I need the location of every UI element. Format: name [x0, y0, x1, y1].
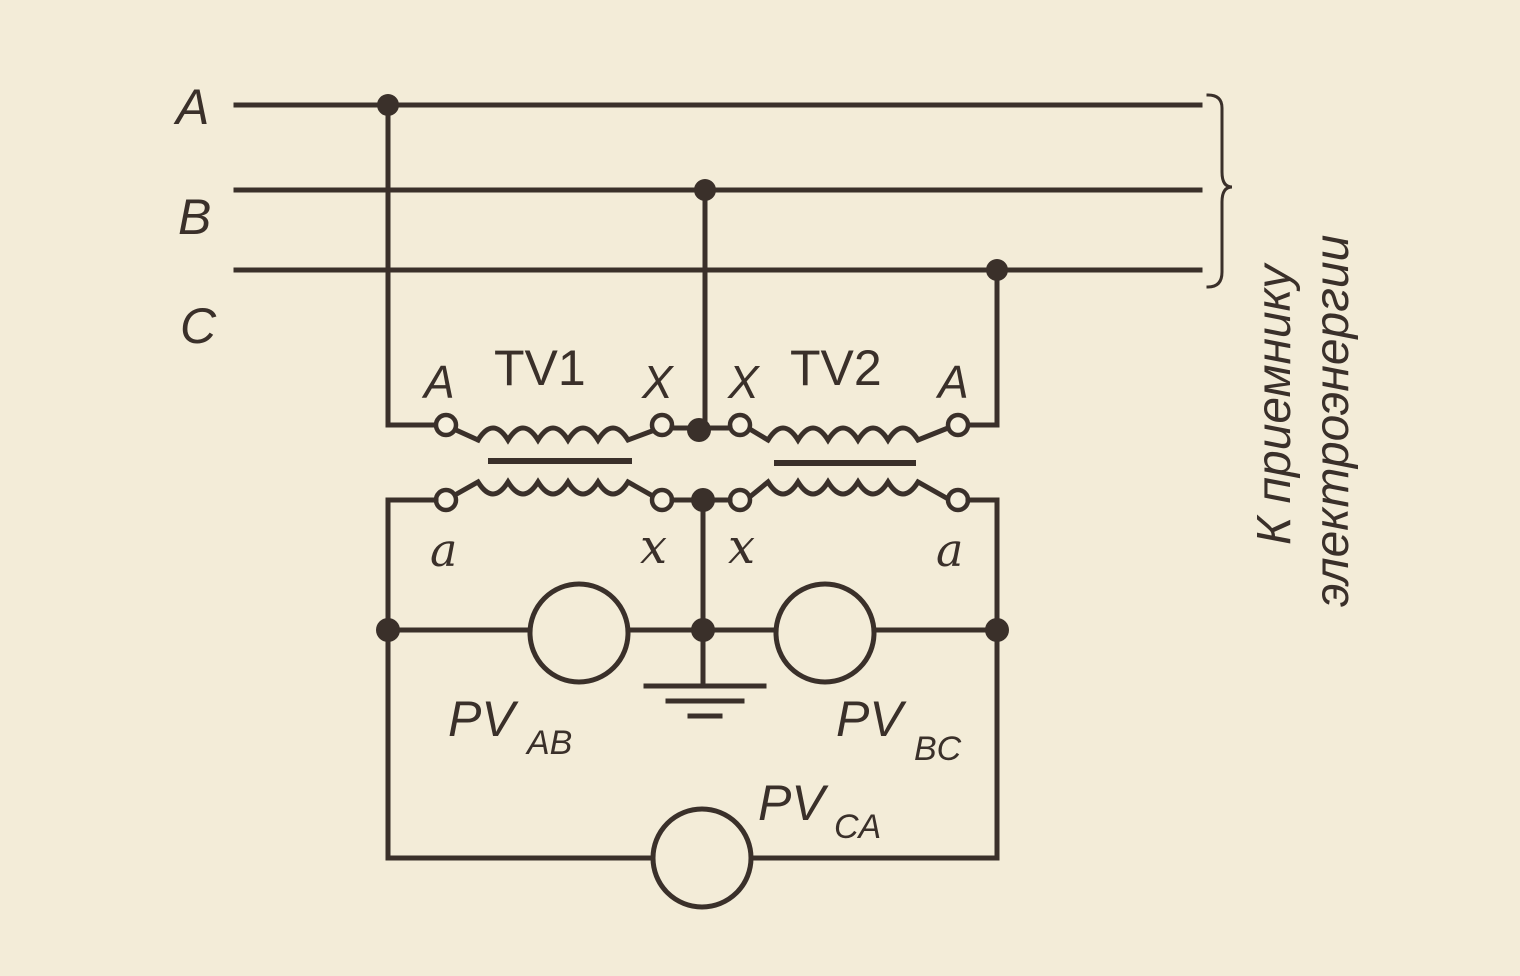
tv1-terminal-secondary-start — [433, 487, 459, 513]
tv1-secondary-winding — [443, 477, 663, 503]
load-note: К приемнику электроэнергии — [1248, 235, 1359, 607]
voltmeter-ca-label-base: PV — [758, 775, 829, 831]
tv2-primary-winding — [765, 425, 951, 445]
tv1-primary-end-label: X — [641, 356, 675, 408]
tv2-secondary-winding — [743, 477, 953, 503]
voltmeter-ca — [650, 806, 754, 910]
voltmeter-ab-label-sub: AB — [525, 724, 572, 762]
tv2-secondary-end-label: x — [728, 519, 755, 575]
voltmeter-ca-label-sub: CA — [834, 808, 881, 846]
tv1-terminal-primary-start — [433, 412, 459, 438]
tv1-primary-winding — [475, 425, 663, 445]
voltmeter-ab-label: PV AB — [448, 691, 572, 762]
phase-b-label: B — [178, 189, 211, 245]
voltmeter-ca-label: PV CA — [758, 775, 881, 846]
junction-b — [694, 179, 716, 201]
voltmeter-bc-label: PV BC — [836, 691, 962, 768]
tv1-terminal-secondary-end — [649, 487, 675, 513]
tv2-primary-start-label: A — [935, 356, 969, 408]
load-bracket — [1206, 93, 1233, 289]
load-note-line1: К приемнику — [1248, 262, 1301, 545]
phase-c-tap — [955, 267, 1000, 428]
tv2-primary-lead-left — [744, 424, 772, 444]
tv2-terminal-primary-start — [945, 412, 971, 438]
junction-primary-x — [687, 418, 711, 442]
voltmeter-bc — [773, 581, 877, 685]
tv2-name: TV2 — [790, 340, 882, 396]
secondary-left-rail — [385, 497, 658, 861]
junction-a — [377, 94, 399, 116]
junction-meter-left — [376, 618, 400, 642]
junction-meter-right — [985, 618, 1009, 642]
phase-a-tap — [385, 102, 448, 428]
voltmeter-ab — [527, 581, 631, 685]
tv1-primary-lead-left — [452, 426, 482, 444]
tv1-secondary-end-label: x — [640, 519, 667, 575]
tv1-secondary-start-label: a — [430, 523, 457, 577]
junction-c — [986, 259, 1008, 281]
phase-a-label: A — [173, 79, 209, 135]
tv2-terminal-secondary-end — [727, 487, 753, 513]
tv2-terminal-primary-end — [727, 412, 753, 438]
tv2-secondary-start-label: a — [936, 523, 963, 577]
load-note-line2: электроэнергии — [1306, 235, 1359, 607]
tv1-name: TV1 — [494, 340, 586, 396]
tv2-primary-end-label: X — [727, 356, 761, 408]
junction-meter-center — [691, 618, 715, 642]
voltmeter-bc-label-base: PV — [836, 691, 907, 747]
tv1-primary-start-label: A — [421, 356, 455, 408]
secondary-right-rail — [747, 497, 1000, 861]
voltmeter-ab-label-base: PV — [448, 691, 519, 747]
tv1-terminal-primary-end — [649, 412, 675, 438]
phase-c-label: C — [180, 298, 217, 354]
voltmeter-bc-label-sub: BC — [914, 730, 962, 768]
tv2-terminal-secondary-start — [945, 487, 971, 513]
